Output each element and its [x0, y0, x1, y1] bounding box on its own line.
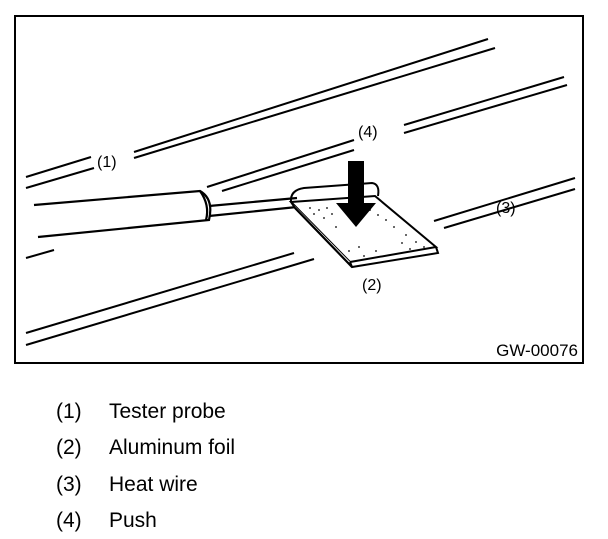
legend-label: Tester probe	[109, 401, 226, 422]
figure-id: GW-00076	[496, 341, 578, 360]
callout-2: (2)	[362, 277, 382, 294]
legend-label: Aluminum foil	[109, 437, 235, 458]
legend-number: (2)	[56, 437, 109, 458]
heat-wire-test-diagram: (1) (2) (3) (4) GW-00076	[14, 15, 584, 364]
legend-list: (1) Tester probe (2) Aluminum foil (3) H…	[56, 393, 235, 539]
legend-item: (1) Tester probe	[56, 393, 235, 430]
legend-item: (3) Heat wire	[56, 466, 235, 503]
legend-label: Heat wire	[109, 474, 198, 495]
legend-label: Push	[109, 510, 157, 531]
callout-1: (1)	[97, 154, 117, 171]
callout-4: (4)	[358, 124, 378, 141]
legend-number: (3)	[56, 474, 109, 495]
legend-number: (4)	[56, 510, 109, 531]
legend-item: (2) Aluminum foil	[56, 430, 235, 467]
legend-number: (1)	[56, 401, 109, 422]
callout-3: (3)	[496, 200, 516, 217]
